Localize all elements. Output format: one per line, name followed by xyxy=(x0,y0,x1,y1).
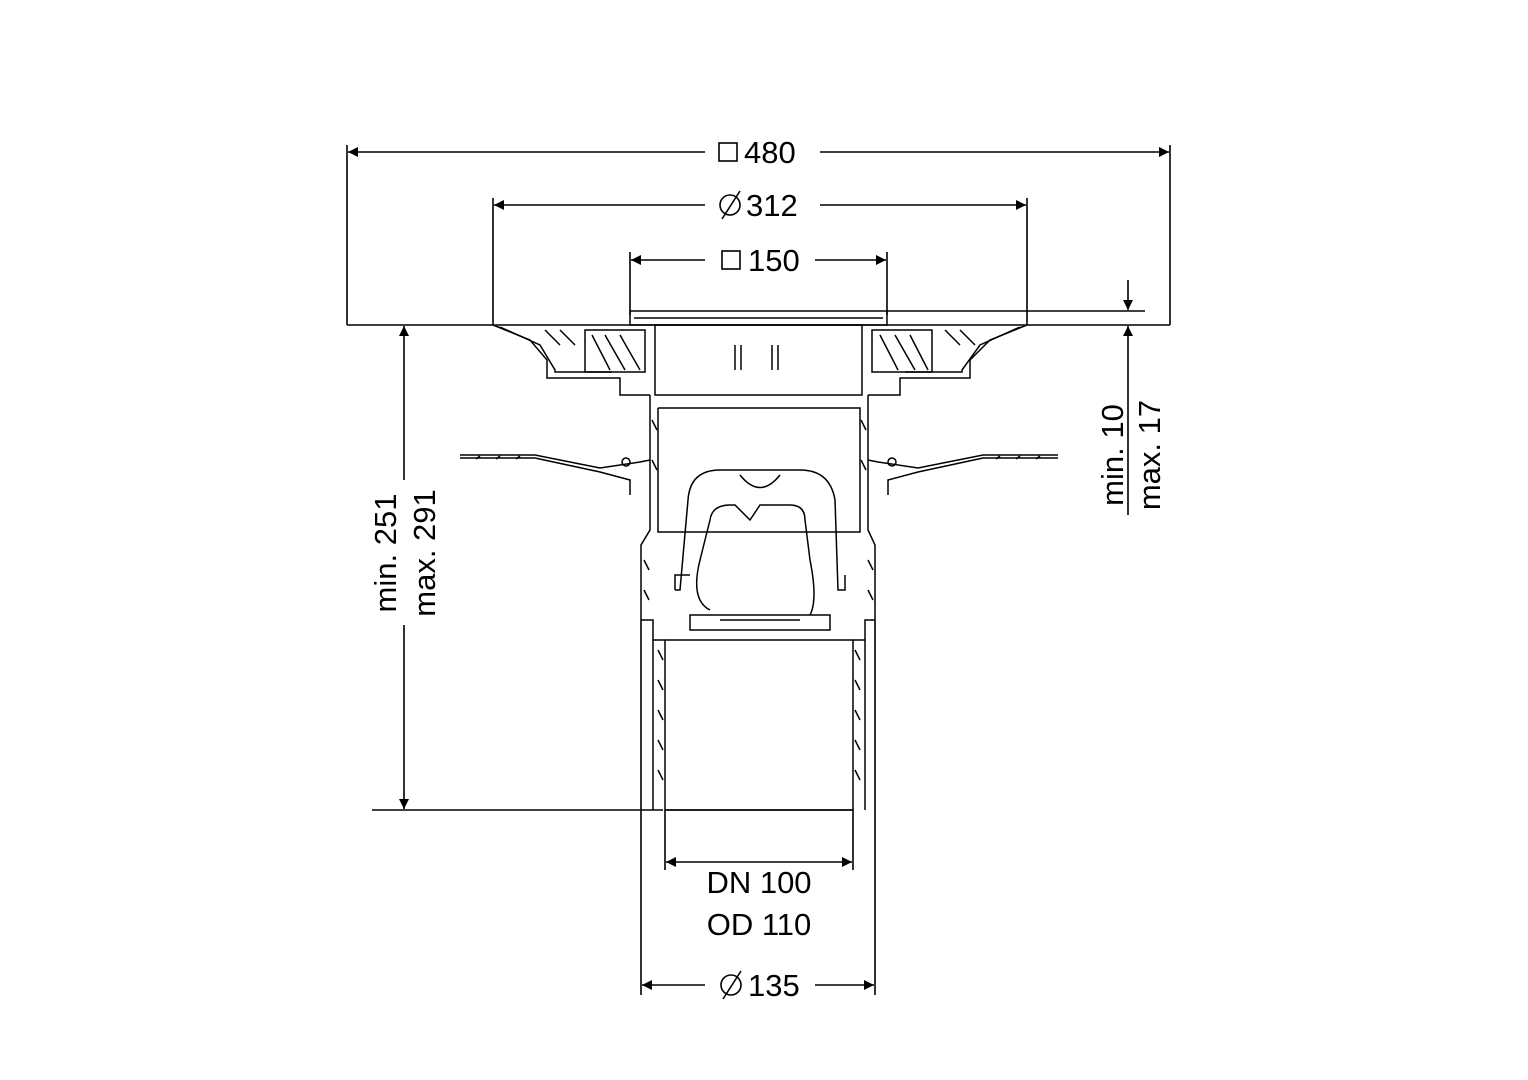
square-symbol-icon xyxy=(721,250,741,270)
height-min-label: min. 251 xyxy=(368,494,403,613)
drain-body xyxy=(460,310,1058,811)
diameter-symbol-icon xyxy=(720,974,742,996)
dimension-150-label: 150 xyxy=(748,243,800,278)
dimension-312-label: 312 xyxy=(746,188,798,223)
dimension-height xyxy=(372,326,663,811)
dn-label: DN 100 xyxy=(706,865,811,900)
dimension-150 xyxy=(629,250,888,315)
square-symbol-icon xyxy=(718,142,738,162)
dimension-480-label: 480 xyxy=(744,135,796,170)
od-label: OD 110 xyxy=(707,907,812,942)
dimension-312 xyxy=(492,190,1028,325)
height-max-label: max. 291 xyxy=(407,489,442,617)
offset-max-label: max. 17 xyxy=(1132,400,1167,510)
dimension-135 xyxy=(640,620,876,1000)
offset-min-label: min. 10 xyxy=(1095,404,1130,506)
diameter-symbol-icon xyxy=(719,194,741,216)
dimension-480 xyxy=(346,142,1171,325)
dimension-135-label: 135 xyxy=(748,968,800,1003)
dimension-dn100 xyxy=(664,810,854,870)
